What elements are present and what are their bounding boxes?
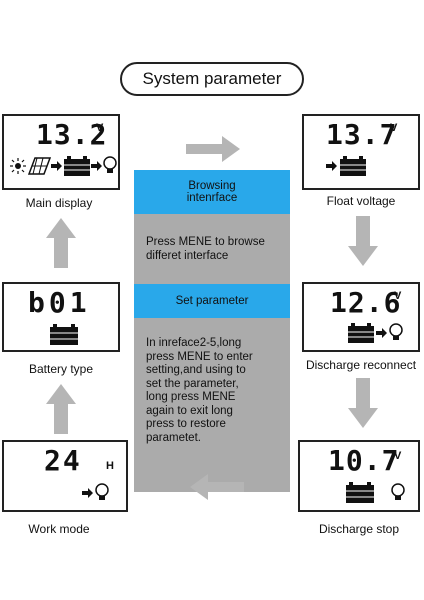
bulb-icon bbox=[389, 323, 403, 340]
caption-battery-type: Battery type bbox=[28, 362, 94, 376]
arrow-left-bottom bbox=[190, 474, 244, 500]
screen-work-mode: 24 H bbox=[2, 440, 128, 512]
caption-work-mode: Work mode bbox=[28, 522, 90, 536]
arrow-icon bbox=[51, 161, 62, 171]
arrow-down-right-lower bbox=[348, 378, 378, 428]
caption-float-voltage: Float voltage bbox=[326, 194, 396, 208]
battery-icon bbox=[340, 156, 366, 176]
battery-icon bbox=[346, 482, 374, 503]
bulb-icon bbox=[391, 483, 405, 500]
arrow-down-right-upper bbox=[348, 216, 378, 266]
screen-float-voltage: 13.7 V bbox=[302, 114, 420, 190]
work-mode-unit: H bbox=[106, 460, 114, 472]
arrow-icon bbox=[82, 488, 93, 498]
solar-panel-icon bbox=[27, 157, 52, 175]
arrow-icon bbox=[376, 328, 387, 338]
float-voltage-unit: V bbox=[390, 122, 398, 134]
screen-discharge-reconnect: 12.6 V bbox=[302, 282, 420, 352]
battery-type-reading: b01 bbox=[28, 286, 91, 319]
arrow-right-top bbox=[186, 136, 240, 162]
screen-discharge-stop: 10.7 V bbox=[298, 440, 420, 512]
set-text: In inreface2-5,long press MENE to enter … bbox=[146, 337, 253, 444]
battery-icon bbox=[348, 323, 374, 343]
browsing-label: Browsing intenrface bbox=[186, 180, 238, 204]
browsing-text: Press MENE to browse differet interface bbox=[146, 236, 265, 262]
battery-icon bbox=[64, 156, 90, 176]
set-band: Set parameter bbox=[134, 284, 290, 318]
discharge-reconnect-unit: V bbox=[394, 290, 402, 302]
set-label: Set parameter bbox=[175, 295, 249, 307]
caption-discharge-stop: Discharge stop bbox=[318, 522, 400, 536]
caption-main-display: Main display bbox=[25, 196, 93, 210]
discharge-stop-reading: 10.7 bbox=[328, 444, 400, 477]
float-voltage-reading: 13.7 bbox=[326, 118, 398, 151]
center-panel bbox=[134, 170, 290, 492]
battery-icon bbox=[50, 324, 78, 345]
arrow-up-left-lower bbox=[46, 384, 76, 434]
work-mode-reading: 24 bbox=[44, 444, 82, 477]
title-pill: System parameter bbox=[120, 62, 304, 96]
arrow-icon bbox=[326, 161, 337, 171]
main-display-unit: V bbox=[96, 122, 104, 134]
caption-discharge-reconnect: Discharge reconnect bbox=[305, 358, 417, 372]
bulb-icon bbox=[103, 156, 117, 173]
browsing-band: Browsing intenrface bbox=[134, 170, 290, 214]
screen-battery-type: b01 bbox=[2, 282, 120, 352]
discharge-reconnect-reading: 12.6 bbox=[330, 286, 402, 319]
arrow-icon bbox=[91, 161, 102, 171]
sun-icon bbox=[10, 158, 26, 174]
discharge-stop-unit: V bbox=[394, 450, 402, 462]
main-display-reading: 13.2 bbox=[36, 118, 108, 151]
arrow-up-left-upper bbox=[46, 218, 76, 268]
screen-main-display: 13.2 V bbox=[2, 114, 120, 190]
diagram-title: System parameter bbox=[142, 69, 282, 88]
bulb-icon bbox=[95, 483, 109, 500]
